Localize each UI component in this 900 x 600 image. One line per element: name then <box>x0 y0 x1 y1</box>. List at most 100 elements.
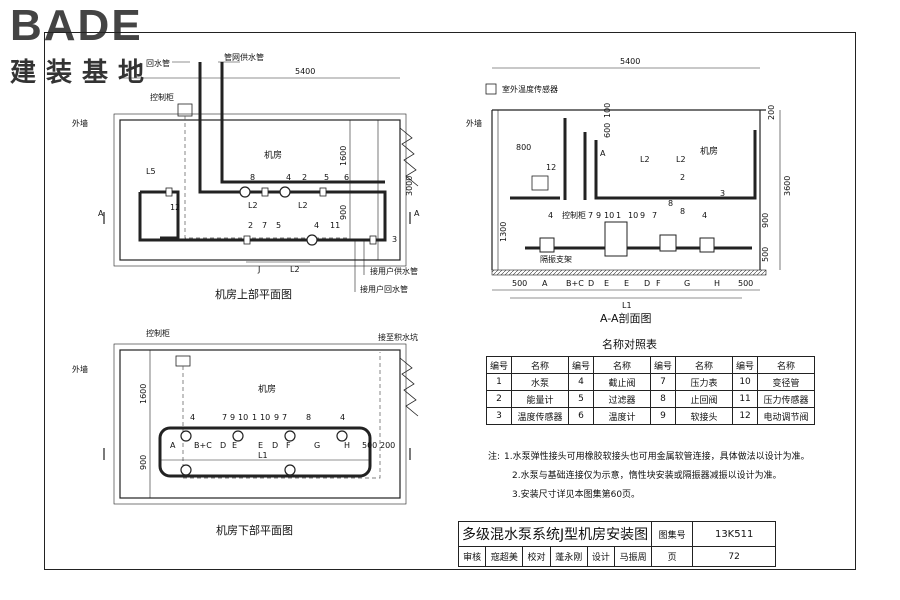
legend-name: 过滤器 <box>593 390 652 408</box>
section-num: 9 <box>640 211 645 220</box>
checker-name: 蓬永刚 <box>549 546 588 567</box>
upper-room-wall <box>119 119 401 261</box>
lower-num: 1 <box>252 413 257 422</box>
lower-control-cabinet <box>175 355 191 367</box>
check-label: 校对 <box>522 546 551 567</box>
section-dim-L2b: L2 <box>676 155 686 164</box>
reviewer-name: 寇超美 <box>485 546 524 567</box>
note-line: 注: 1.水泵弹性接头可用橡胶软接头也可用金属软管连接，具体做法以设计为准。 <box>488 448 810 467</box>
legend-no: 6 <box>568 407 595 425</box>
legend-col-name: 名称 <box>757 356 816 374</box>
legend-row: 3 温度传感器 6 温度计 9 软接头 12 电动调节阀 <box>485 407 816 425</box>
legend-name: 压力传感器 <box>757 390 816 408</box>
legend-name: 软接头 <box>675 407 734 425</box>
legend-header-row: 编号 名称 编号 名称 编号 名称 编号 名称 <box>485 356 816 374</box>
section-num: A <box>600 149 606 158</box>
legend-no: 9 <box>650 407 677 425</box>
section-num: 8 <box>668 199 673 208</box>
section-seg: H <box>714 279 720 288</box>
upper-dim-depth: 3000 <box>405 176 414 196</box>
section-floor <box>491 269 767 276</box>
legend-col-no: 编号 <box>568 356 595 374</box>
lower-num: 4 <box>190 413 195 422</box>
legend-row: 2 能量计 5 过滤器 8 止回阀 11 压力传感器 <box>485 390 816 408</box>
title-block: 多级混水泵系统J型机房安装图 图集号 13K511 审核 寇超美 校对 蓬永刚 … <box>457 521 777 567</box>
legend-col-no: 编号 <box>485 356 513 374</box>
section-label-support: 隔振支架 <box>540 254 572 264</box>
legend-name: 水泵 <box>511 373 570 391</box>
upper-plan <box>103 61 419 292</box>
outdoor-sensor-box <box>485 83 497 95</box>
upper-wall-break <box>399 127 419 187</box>
upper-room-wall-outer <box>113 113 407 267</box>
legend-no: 4 <box>568 373 595 391</box>
legend-row: 1 水泵 4 截止阀 7 压力表 10 变径管 <box>485 373 816 391</box>
legend-name: 压力表 <box>675 373 734 391</box>
section-label-cabinet: 控制柜 <box>562 210 586 220</box>
upper-dim-900: 900 <box>339 205 348 220</box>
section-label-sensor: 室外温度传感器 <box>502 84 558 94</box>
section-dim-500: 500 <box>761 247 770 262</box>
upper-num: 2 <box>302 173 307 182</box>
note-3: 3.安装尺寸详见本图集第60页。 <box>512 490 641 500</box>
section-seg: B+C <box>566 279 584 288</box>
lower-plan-text: 控制柜 接至积水坑 外墙 机房 1600 900 500 200 L1 A B+… <box>72 328 418 537</box>
section-dim-L2: L2 <box>640 155 650 164</box>
atlas-label: 图集号 <box>651 521 694 547</box>
lower-dim-200: 200 <box>380 441 395 450</box>
legend-name: 温度计 <box>593 407 652 425</box>
brand-logo: BADE <box>10 1 143 50</box>
legend-name: 电动调节阀 <box>757 407 816 425</box>
upper-num: 6 <box>344 173 349 182</box>
section-dim-900: 900 <box>761 213 770 228</box>
design-label: 设计 <box>586 546 616 567</box>
section-num: 3 <box>720 189 725 198</box>
designer-name: 马振周 <box>614 546 653 567</box>
upper-num: 3 <box>392 235 397 244</box>
section-num: 4 <box>548 211 553 220</box>
upper-num: 5 <box>324 173 329 182</box>
upper-label-outer-wall: 外墙 <box>72 118 88 128</box>
section-dim-100: 100 <box>603 103 612 118</box>
section-dim-width: 5400 <box>620 57 640 66</box>
upper-num: 5 <box>276 221 281 230</box>
lower-plan <box>103 343 419 505</box>
section-dim-600: 600 <box>603 123 612 138</box>
legend-name: 能量计 <box>511 390 570 408</box>
upper-label-room: 机房 <box>264 149 282 161</box>
lower-label-cabinet: 控制柜 <box>146 328 170 338</box>
note-1: 1.水泵弹性接头可用橡胶软接头也可用金属软管连接，具体做法以设计为准。 <box>504 452 810 462</box>
section-dim-200: 200 <box>767 105 776 120</box>
upper-dim-L2c: L2 <box>290 265 300 274</box>
legend-no: 12 <box>732 407 759 425</box>
section-num: 7 <box>588 211 593 220</box>
legend-no: 8 <box>650 390 677 408</box>
section-dim-L1: L1 <box>622 301 632 310</box>
legend-name: 温度传感器 <box>511 407 570 425</box>
lower-num: 10 <box>260 413 270 422</box>
upper-num: 11 <box>330 221 340 230</box>
lower-seg: H <box>344 441 350 450</box>
section-num: 12 <box>546 163 556 172</box>
lower-seg: G <box>314 441 320 450</box>
lower-num: 9 <box>274 413 279 422</box>
upper-num: 4 <box>314 221 319 230</box>
lower-num: 10 <box>238 413 248 422</box>
upper-num: 7 <box>262 221 267 230</box>
review-label: 审核 <box>457 546 487 567</box>
section-control-cabinet <box>531 175 549 191</box>
legend-no: 7 <box>650 373 677 391</box>
legend-col-name: 名称 <box>675 356 734 374</box>
legend-col-name: 名称 <box>511 356 570 374</box>
section-num: 4 <box>702 211 707 220</box>
lower-room-wall <box>119 349 401 499</box>
lower-label-room: 机房 <box>258 383 276 395</box>
upper-dim-1600: 1600 <box>339 146 348 166</box>
section-label-wall: 外墙 <box>466 118 482 128</box>
upper-section-mark-left: A <box>98 209 104 218</box>
upper-label-supply: 管网供水管 <box>224 52 264 62</box>
section-num: 2 <box>680 173 685 182</box>
upper-label-user-supply: 接用户供水管 <box>370 266 418 276</box>
legend-no: 2 <box>485 390 513 408</box>
lower-dim-500: 500 <box>362 441 377 450</box>
